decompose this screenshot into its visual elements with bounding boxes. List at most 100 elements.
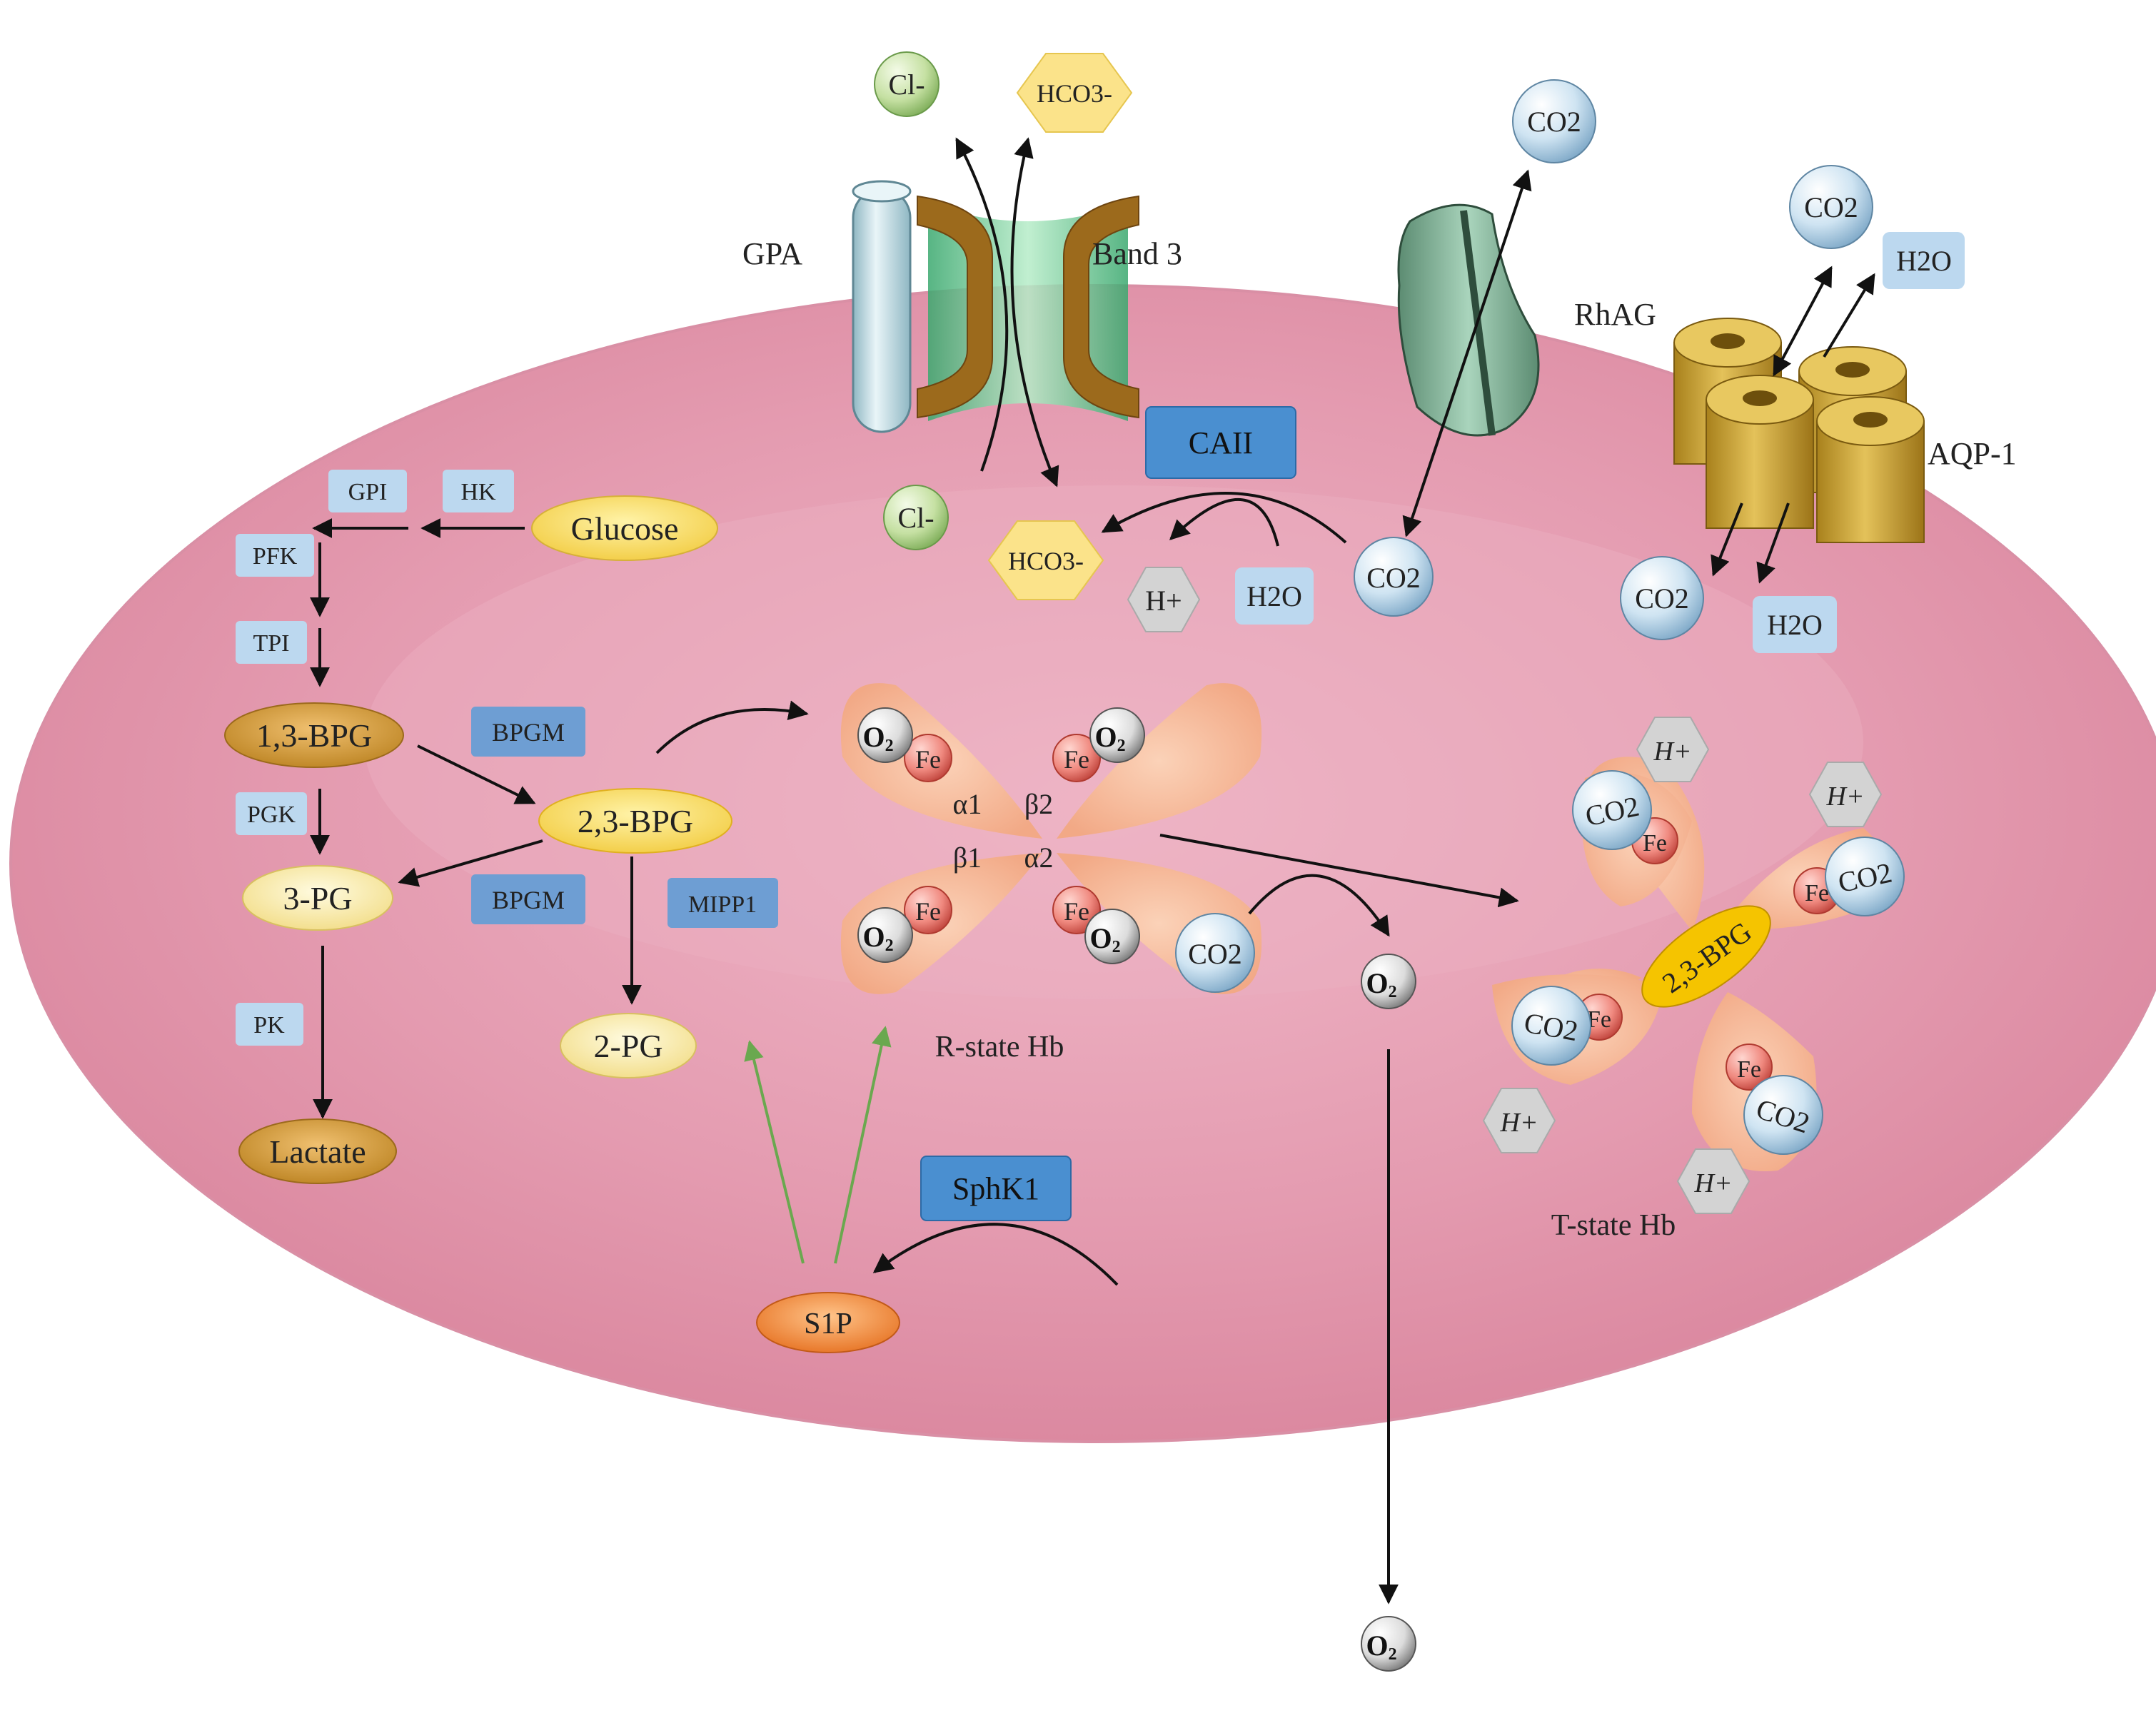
svg-text:S1P: S1P [804, 1308, 852, 1340]
glucose-oval: Glucose [531, 495, 718, 561]
t-co2-3: CO2 [1511, 986, 1591, 1066]
co2-out-aqp-sphere: CO2 [1789, 165, 1873, 249]
co2-in-sphere: CO2 [1354, 537, 1434, 617]
h-plus-hexagon: H+ [1127, 567, 1201, 632]
svg-text:2-PG: 2-PG [593, 1028, 663, 1064]
t-co2-4: CO2 [1743, 1075, 1823, 1155]
svg-text:Fe: Fe [915, 897, 941, 926]
co2-out-rhag-label: CO2 [1527, 106, 1581, 138]
t-co2-1: CO2 [1572, 770, 1652, 850]
svg-text:H+: H+ [1653, 737, 1691, 767]
svg-text:O2: O2 [862, 921, 893, 955]
rhag-label: RhAG [1574, 297, 1656, 332]
svg-text:Fe: Fe [1064, 897, 1089, 926]
r-to-t-arrow [1159, 834, 1519, 908]
enzyme-gpi: GPI [328, 470, 407, 512]
aqp1-protein [1673, 318, 1925, 543]
co2-out-rhag-sphere: CO2 [1512, 79, 1596, 163]
released-o2-sphere: O2 [1361, 1616, 1416, 1672]
cl-out-label: Cl- [888, 69, 925, 101]
h2o-out-aqp-label: H2O [1896, 245, 1952, 277]
aqp1-h2o-in-arrow [1756, 502, 1790, 584]
aqp1-h2o-arrow [1823, 273, 1875, 358]
svg-text:O2: O2 [1094, 721, 1125, 755]
svg-text:SphK1: SphK1 [952, 1171, 1039, 1206]
svg-text:Fe: Fe [1805, 880, 1829, 906]
rhag-co2-arrow [1402, 169, 1532, 537]
caii-h2o-arc-arrow [1169, 498, 1279, 547]
t-state-label: T-state Hb [1551, 1209, 1676, 1242]
band3-label: Band 3 [1092, 236, 1182, 271]
co2-o2-exchange-arrow [1248, 874, 1390, 937]
svg-text:PFK: PFK [253, 543, 298, 570]
t-h-plus-1: H+ [1636, 717, 1710, 782]
rhag-protein [1397, 203, 1540, 437]
r-alpha2-label: α2 [1024, 842, 1054, 874]
svg-text:Fe: Fe [1064, 745, 1089, 774]
h-plus-label: H+ [1145, 585, 1182, 617]
band3-protein [917, 195, 1139, 421]
aqp1-label: AQP-1 [1928, 436, 2017, 471]
aqp1-co2-in-arrow [1711, 502, 1743, 577]
gpa-protein [852, 180, 912, 433]
enzyme-pgk: PGK [236, 792, 307, 835]
co2-in-aqp-sphere: CO2 [1620, 556, 1704, 640]
caii-box [1145, 406, 1296, 479]
svg-text:3-PG: 3-PG [283, 880, 352, 916]
svg-text:O2: O2 [862, 721, 893, 755]
bpg13-oval: 1,3-BPG [224, 702, 404, 768]
svg-text:TPI: TPI [253, 630, 290, 657]
hco3-out-label: HCO3- [1037, 79, 1112, 108]
hco3-out-hexagon: HCO3- [1016, 53, 1133, 133]
r-beta1-label: β1 [953, 842, 982, 874]
sphk1-arc-arrow [872, 1223, 1119, 1286]
enzyme-bpgm-2: BPGM [471, 874, 585, 924]
t-h-plus-4: H+ [1676, 1148, 1751, 1214]
svg-text:O2: O2 [1089, 922, 1120, 956]
r-fe-3: Fe [904, 886, 952, 934]
r-o2-4: O2 [1084, 909, 1140, 964]
svg-text:O2: O2 [1366, 1629, 1396, 1664]
svg-text:1,3-BPG: 1,3-BPG [256, 717, 372, 754]
pg2-oval: 2-PG [560, 1013, 697, 1078]
enzyme-hk: HK [443, 470, 514, 512]
release-o2-sphere: O2 [1361, 954, 1416, 1009]
svg-text:Fe: Fe [1643, 830, 1667, 856]
lactate-oval: Lactate [238, 1118, 397, 1184]
svg-text:H+: H+ [1693, 1168, 1732, 1198]
svg-text:H+: H+ [1825, 782, 1864, 812]
co2-out-aqp-label: CO2 [1804, 191, 1858, 223]
svg-text:2,3-BPG: 2,3-BPG [578, 803, 693, 839]
svg-text:Fe: Fe [915, 745, 941, 774]
svg-text:PK: PK [253, 1012, 285, 1039]
enzyme-bpgm-1: BPGM [471, 707, 585, 757]
band3-cl-in-arrow [1010, 137, 1059, 487]
h2o-in-label: H2O [1246, 580, 1302, 612]
s1p-to-rhb-green-arrow [834, 1026, 892, 1264]
r-beta2-label: β2 [1024, 788, 1053, 820]
r-fe-4: Fe [1052, 886, 1101, 934]
svg-text:MIPP1: MIPP1 [688, 891, 757, 918]
svg-text:Fe: Fe [1737, 1056, 1761, 1083]
caii-arc-arrow [1101, 492, 1347, 544]
t-bpg23-oval: 2,3-BPG [1641, 905, 1771, 1008]
enzyme-pfk: PFK [236, 534, 314, 577]
r-o2-2: O2 [1089, 707, 1145, 763]
enzyme-mipp1: MIPP1 [668, 878, 778, 928]
cl-in-sphere: Cl- [883, 485, 949, 550]
bpg23-to-hb-arrow [655, 700, 809, 754]
s1p-to-pg2-green-arrow [744, 1040, 805, 1264]
hco3-in-label: HCO3- [1008, 547, 1084, 575]
r-fe-2: Fe [1052, 734, 1101, 782]
t-h-plus-3: H+ [1482, 1088, 1556, 1153]
svg-text:Lactate: Lactate [269, 1133, 366, 1170]
release-co2-sphere: CO2 [1175, 913, 1255, 993]
svg-text:CO2: CO2 [1188, 938, 1242, 970]
bpg13-to-bpg23-arrow [417, 744, 536, 804]
bpg23-to-pg3-arrow [398, 839, 543, 887]
t-fe-4: Fe [1726, 1044, 1773, 1091]
band3-cl-out-arrow [955, 137, 1009, 472]
svg-text:GPI: GPI [348, 479, 388, 505]
r-o2-3: O2 [857, 907, 913, 963]
